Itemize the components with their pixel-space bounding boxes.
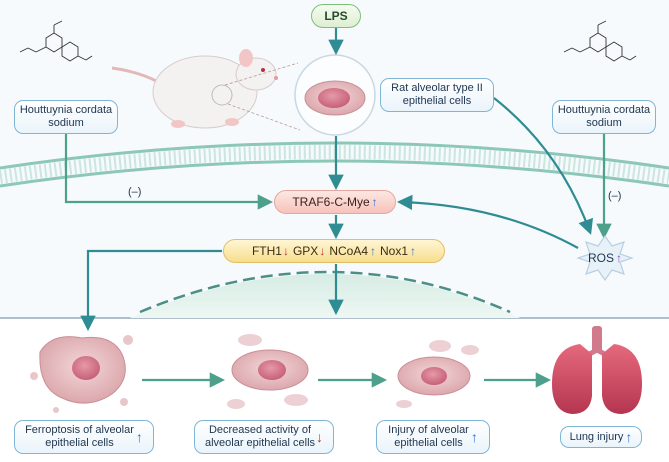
marker-ncoa4-dir: ↑ <box>370 244 376 258</box>
injury-line1: Injury of alveolar <box>388 424 469 436</box>
lung-injury-text: Lung injury <box>569 430 624 443</box>
hcs-left-box: Houttuynia cordata sodium <box>14 100 118 134</box>
arrow-ros-to-traf <box>396 194 579 249</box>
ferroptosis-line1: Ferroptosis of alveolar <box>25 424 134 436</box>
injury-up-arrow: ↑ <box>470 428 478 445</box>
rat-cells-line2: epithelial cells <box>402 95 472 107</box>
traf-up-arrow: ↑ <box>371 195 378 209</box>
hcs-right-line1: Houttuynia cordata <box>557 104 651 116</box>
marker-nox1: Nox1↑ <box>380 244 416 258</box>
marker-nox1-dir: ↑ <box>410 244 417 258</box>
ferroptosis-line2: epithelial cells <box>45 437 114 449</box>
ferroptosis-up-arrow: ↑ <box>135 428 143 445</box>
lungs-icon <box>552 326 642 414</box>
cell-membrane <box>0 141 669 188</box>
marker-fth1-name: FTH1 <box>251 244 282 258</box>
marker-nox1-name: Nox1 <box>380 244 409 258</box>
injury-line2: epithelial cells <box>394 437 463 449</box>
ferroptosis-text: Ferroptosis of alveolar epithelial cells <box>25 424 134 450</box>
arrow-markers-to-ferroptosis <box>80 249 222 332</box>
lung-up-arrow: ↑ <box>625 428 633 445</box>
lps-label: LPS <box>311 4 361 28</box>
arrow-ratcells-to-ros <box>493 97 593 235</box>
rat-cells-line1: Rat alveolar type II <box>391 82 483 94</box>
decreased-line1: Decreased activity of <box>208 424 312 436</box>
traf-label: TRAF6-C-Mye <box>292 195 370 209</box>
nucleus-dome <box>130 274 520 318</box>
ros-label: ROS <box>587 251 614 265</box>
injury-cells-box: Injury of alveolar epithelial cells ↑ <box>376 420 490 454</box>
hcs-left-line2: sodium <box>48 117 84 129</box>
ros-up-arrow: ↑ <box>616 251 622 265</box>
nuclear-envelope <box>139 270 511 314</box>
ros-burst-icon <box>576 234 634 282</box>
injured-cells-icon <box>396 340 479 408</box>
rat-icon <box>111 49 278 129</box>
arrow-hcs-left-inhibit <box>64 133 274 210</box>
marker-ncoa4: NCoA4↑ <box>329 244 376 258</box>
ferroptosis-markers-node: FTH1↓ GPX↓ NCoA4↑ Nox1↑ <box>223 239 445 263</box>
marker-fth1-dir: ↓ <box>282 244 289 258</box>
lung-injury-box: Lung injury ↑ <box>560 426 642 448</box>
molecule-right-icon <box>563 20 637 62</box>
marker-ncoa4-name: NCoA4 <box>329 244 368 258</box>
marker-gpx-name: GPX <box>292 244 319 258</box>
hcs-right-box: Houttuynia cordata sodium <box>552 100 656 134</box>
decreased-down-arrow: ↓ <box>316 428 324 445</box>
ferroptotic-cells-icon <box>30 335 133 413</box>
rat-cells-box: Rat alveolar type II epithelial cells <box>380 78 494 112</box>
decreased-line2: alveolar epithelial cells <box>204 437 316 449</box>
magnified-cell-icon <box>294 54 376 136</box>
decreased-text: Decreased activity of alveolar epithelia… <box>205 424 315 450</box>
ferroptosis-box: Ferroptosis of alveolar epithelial cells… <box>14 420 154 454</box>
inhibit-right-label: (–) <box>608 190 622 202</box>
hcs-right-line2: sodium <box>586 117 622 129</box>
ros-node: ROS↑ <box>577 241 633 275</box>
marker-gpx-dir: ↓ <box>319 244 326 258</box>
decreased-activity-box: Decreased activity of alveolar epithelia… <box>194 420 334 454</box>
traf6-cmyc-node: TRAF6-C-Mye↑ <box>274 190 396 214</box>
marker-fth1: FTH1↓ <box>252 244 289 258</box>
inhibit-left-label: (–) <box>128 186 142 198</box>
molecule-left-icon <box>19 20 93 62</box>
decreased-cells-icon <box>227 334 309 409</box>
marker-gpx: GPX↓ <box>293 244 325 258</box>
injury-text: Injury of alveolar epithelial cells <box>388 424 469 450</box>
hcs-left-line1: Houttuynia cordata <box>19 104 113 116</box>
